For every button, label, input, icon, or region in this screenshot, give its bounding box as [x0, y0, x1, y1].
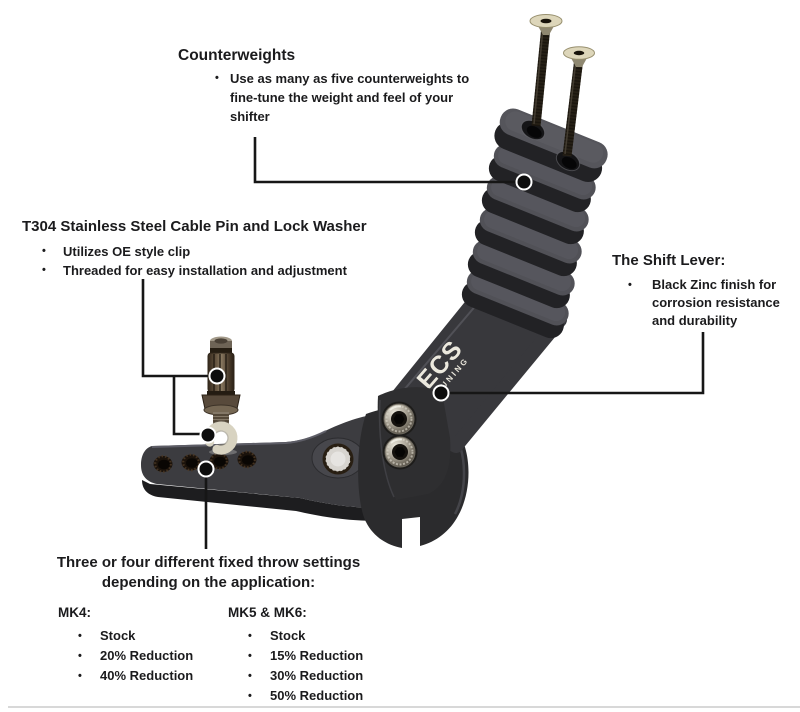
mk4-label: MK4: — [58, 605, 91, 620]
mk5-mk6-item: • 50% Reduction — [248, 686, 363, 706]
mk5-mk6-item: • 30% Reduction — [248, 666, 363, 686]
socket-bolt-top — [381, 401, 417, 437]
spline-hole-2 — [181, 453, 201, 472]
cable-pin-callout-dot — [208, 367, 226, 385]
main-spline-hole — [311, 437, 365, 479]
cable-pin-item-text: Threaded for easy installation and adjus… — [63, 263, 347, 278]
bullet-glyph: • — [628, 279, 632, 291]
counterweight-bolt-right — [562, 46, 595, 157]
mk5-mk6-list: • Stock • 15% Reduction • 30% Reduction … — [248, 626, 363, 706]
shift-lever-item-text: Black Zinc finish for corrosion resistan… — [652, 277, 780, 328]
cable-pin-list: • Utilizes OE style clip • Threaded for … — [42, 242, 367, 280]
spline-hole-4 — [237, 450, 257, 469]
counterweights-callout-line — [253, 137, 517, 184]
shift-lever-callout-dot — [432, 384, 450, 402]
counterweight-bolt-left — [529, 14, 563, 127]
mk5-mk6-item: • 15% Reduction — [248, 646, 363, 666]
shift-lever-callout: The Shift Lever: • Black Zinc finish for… — [612, 251, 800, 330]
mk5-mk6-item: • Stock — [248, 626, 363, 646]
counterweights-list: • Use as many as five counterweights to … — [215, 69, 477, 126]
spline-hole-3 — [209, 452, 229, 470]
bullet-glyph: • — [248, 650, 252, 662]
bullet-glyph: • — [248, 670, 252, 682]
mk5-mk6-item-text: Stock — [270, 628, 306, 643]
counterweights-callout-dot — [515, 173, 533, 191]
socket-bolt-bottom — [382, 434, 418, 470]
counterweight-stack — [461, 108, 608, 339]
mk5-mk6-item-text: 30% Reduction — [270, 668, 364, 683]
mk4-item: • Stock — [78, 626, 193, 646]
counterweight-plate-2 — [488, 143, 596, 213]
bullet-glyph: • — [215, 72, 219, 84]
counterweights-title: Counterweights — [178, 47, 296, 64]
bullet-glyph: • — [42, 245, 46, 257]
bullet-glyph: • — [78, 650, 82, 662]
cable-pin-callout: T304 Stainless Steel Cable Pin and Lock … — [22, 217, 367, 280]
bullet-glyph: • — [78, 670, 82, 682]
cable-pin-callout-line — [141, 279, 208, 378]
counterweight-plate-3 — [481, 175, 589, 245]
mk5-mk6-item-text: 50% Reduction — [270, 688, 364, 703]
mk5-mk6-item-text: 15% Reduction — [270, 648, 364, 663]
throw-settings-callout-dot — [197, 460, 215, 478]
cable-pin-item-text: Utilizes OE style clip — [63, 244, 191, 259]
lock-washer-callout-line — [172, 376, 200, 436]
footer-rule — [8, 706, 800, 708]
counterweights-item: • Use as many as five counterweights to … — [215, 69, 477, 126]
lock-washer-callout-dot — [199, 426, 217, 444]
mk5-mk6-column: MK5 & MK6: • Stock • 15% Reduction • 30%… — [228, 604, 363, 706]
cable-pin-title: T304 Stainless Steel Cable Pin and Lock … — [22, 218, 367, 235]
mk4-item-text: 40% Reduction — [100, 668, 194, 683]
mk5-mk6-label: MK5 & MK6: — [228, 605, 307, 620]
counterweights-callout: Counterweights • Use as many as five cou… — [178, 46, 477, 126]
shift-lever-callout-line — [449, 332, 705, 395]
mk4-item: • 40% Reduction — [78, 666, 193, 686]
counterweights-item-text: Use as many as five counterweights to fi… — [230, 71, 470, 124]
shift-lever-item: • Black Zinc finish for corrosion resist… — [628, 276, 800, 330]
lower-arm — [141, 414, 381, 521]
mk4-column: MK4: • Stock • 20% Reduction • 40% Reduc… — [58, 604, 193, 686]
mk4-item-text: Stock — [100, 628, 136, 643]
bullet-glyph: • — [248, 630, 252, 642]
counterweight-plate-4 — [474, 207, 582, 277]
bullet-glyph: • — [42, 264, 46, 276]
mk4-item: • 20% Reduction — [78, 646, 193, 666]
cable-pin-item: • Utilizes OE style clip — [42, 242, 367, 261]
bullet-glyph: • — [248, 690, 252, 702]
cable-pin-item: • Threaded for easy installation and adj… — [42, 261, 367, 280]
shift-lever-list: • Black Zinc finish for corrosion resist… — [628, 276, 800, 330]
counterweight-hole-right — [555, 150, 581, 172]
spline-hole-1 — [153, 455, 173, 473]
counterweight-plate-5 — [467, 239, 575, 309]
mk4-item-text: 20% Reduction — [100, 648, 194, 663]
throw-settings-title: Three or four different fixed throw sett… — [56, 554, 361, 591]
shift-lever-title: The Shift Lever: — [612, 252, 726, 269]
counterweight-plate-6 — [461, 269, 569, 339]
bullet-glyph: • — [78, 630, 82, 642]
mk4-list: • Stock • 20% Reduction • 40% Reduction — [78, 626, 193, 686]
